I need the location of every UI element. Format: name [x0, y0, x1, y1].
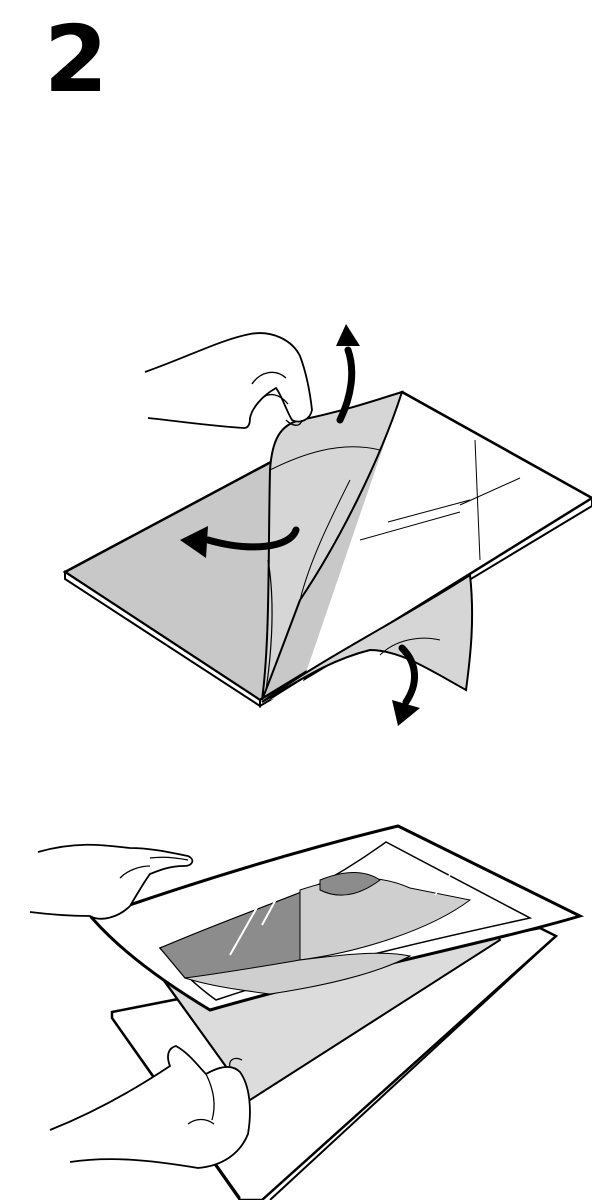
- step-number: 2: [44, 6, 108, 113]
- hand-icon: [49, 1045, 251, 1169]
- curved-arrow-down-icon: [392, 644, 420, 726]
- insert-picture-illustration: [29, 824, 585, 1200]
- hand-icon: [29, 843, 194, 920]
- curved-arrow-up-icon: [336, 324, 360, 424]
- peel-film-illustration: [62, 324, 592, 726]
- curved-arrow-left-icon: [180, 526, 300, 558]
- hand-icon: [144, 332, 313, 429]
- mount-with-picture: [89, 824, 585, 1012]
